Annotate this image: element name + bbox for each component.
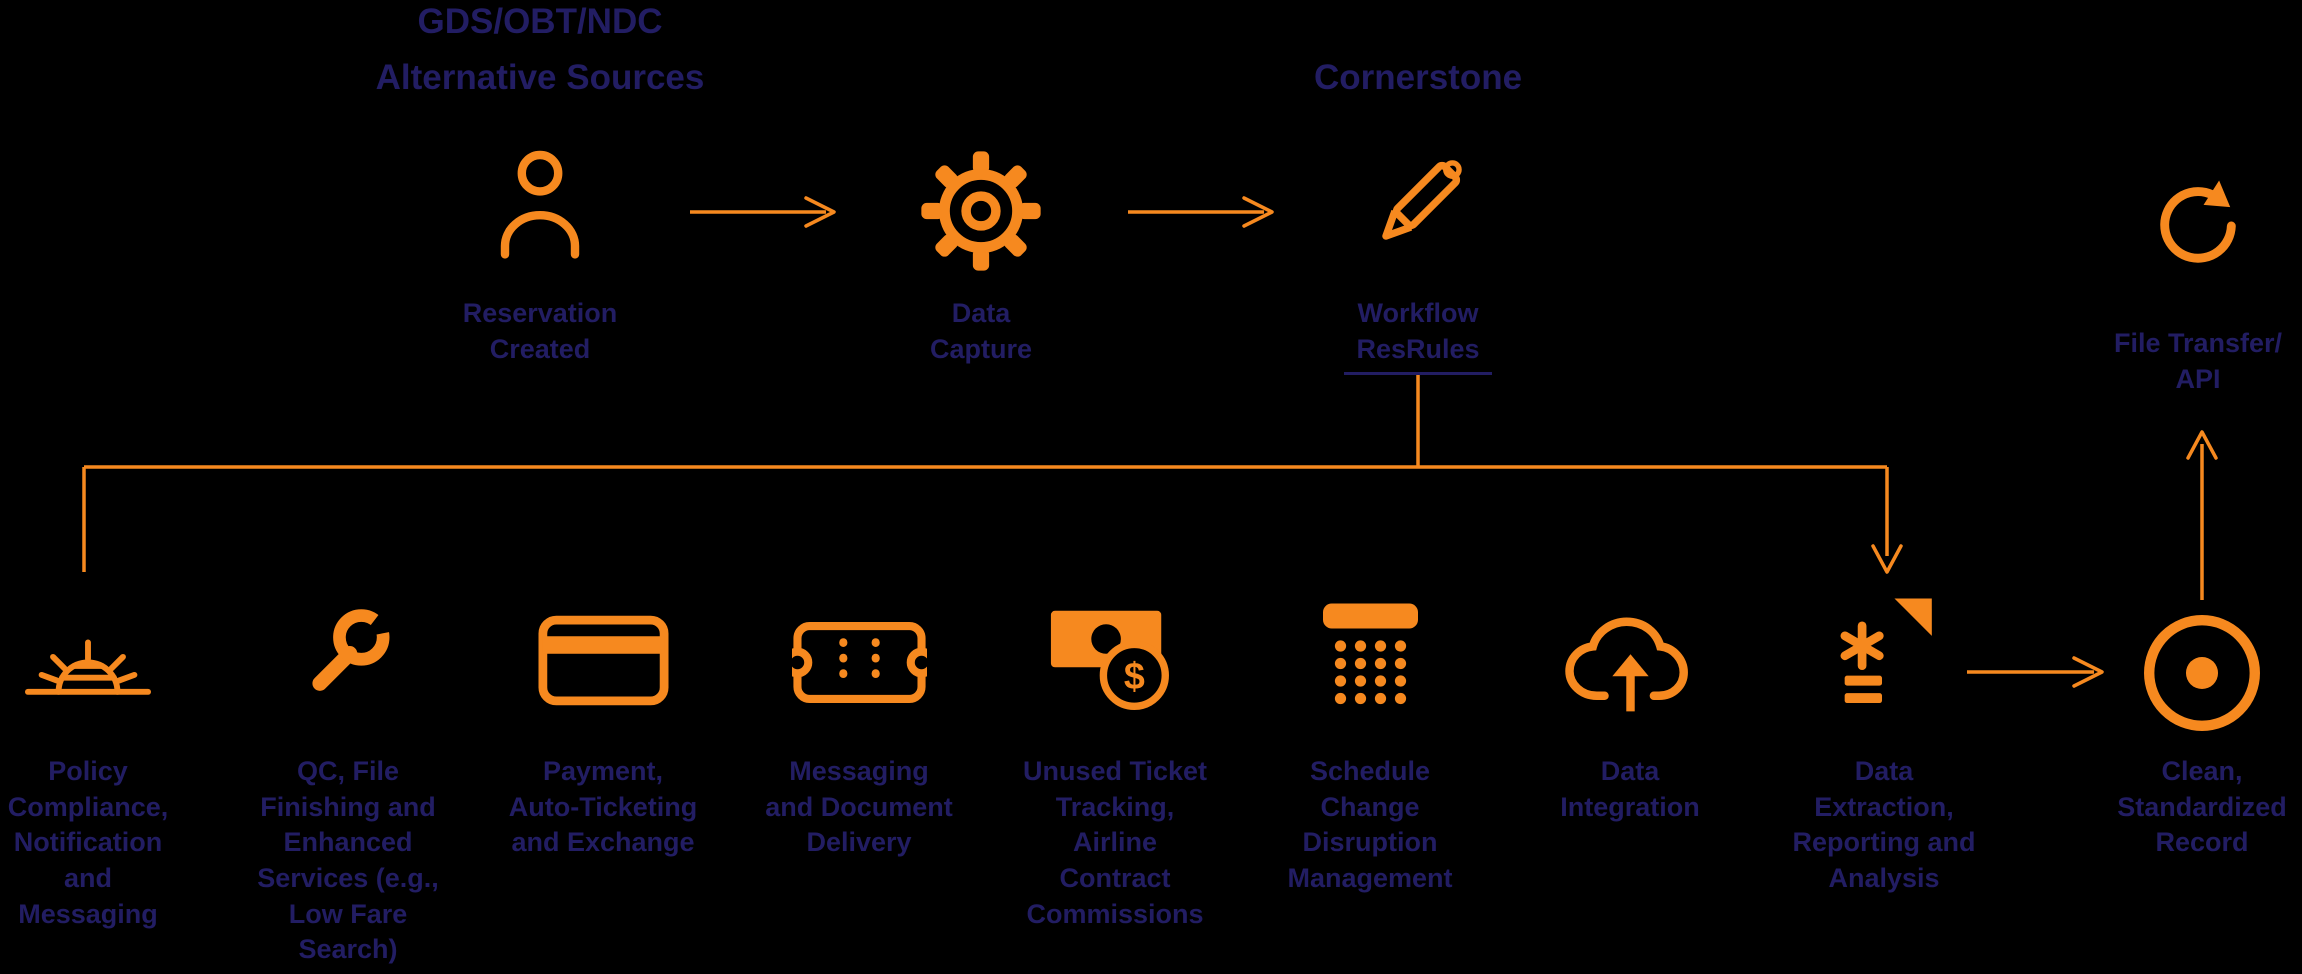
bottom-label-data-extraction: Data Extraction, Reporting and Analysis (1792, 756, 1976, 893)
wrench-icon (290, 596, 405, 711)
reservation-created-label: Reservation Created (462, 298, 618, 364)
resrules-underline (1344, 372, 1492, 375)
bottom-label-clean-record: Clean, Standardized Record (2117, 756, 2287, 858)
refresh-icon (2148, 176, 2248, 276)
dollar-sign: $ (1124, 655, 1145, 697)
bottom-label-schedule-change: Schedule Change Disruption Management (1287, 756, 1453, 893)
credit-card-icon (536, 612, 671, 709)
bottom-label-messaging-delivery: Messaging and Document Delivery (765, 756, 953, 858)
bottom-label-payment: Payment, Auto-Ticketing and Exchange (508, 756, 698, 858)
pen-icon (1362, 148, 1474, 260)
bottom-label-qc-file-finishing: QC, File Finishing and Enhanced Services… (257, 756, 439, 965)
source-title-line2: Alternative Sources (375, 58, 705, 97)
cloud-upload-icon (1563, 610, 1698, 714)
person-icon (495, 148, 585, 260)
record-icon (2136, 607, 2268, 739)
money-bill-coin-icon: $ (1048, 600, 1183, 713)
arrowhead (2072, 656, 2104, 688)
arrowhead-up (2186, 430, 2218, 460)
arrowhead (804, 196, 836, 228)
file-transfer-api-label: File Transfer/ API (2113, 328, 2283, 394)
sunrise-icon (23, 600, 153, 706)
keypad-icon (1313, 596, 1428, 711)
bottom-label-unused-ticket: Unused Ticket Tracking, Airline Contract… (1022, 756, 1208, 929)
bottom-label-data-integration: Data Integration (1560, 756, 1700, 822)
data-capture-label: Data Capture (929, 298, 1032, 364)
document-extract-icon (1832, 596, 1937, 713)
arrowhead (1242, 196, 1274, 228)
workflow-resrules-label: Workflow ResRules (1356, 298, 1480, 364)
bottom-label-policy-compliance: Policy Compliance, Notification and Mess… (7, 756, 169, 929)
arrowhead-down (1871, 544, 1903, 574)
ticket-icon (792, 618, 927, 707)
cornerstone-title: Cornerstone (1313, 58, 1523, 97)
source-title-line1: GDS/OBT/NDC (417, 2, 663, 41)
gear-icon (920, 150, 1042, 272)
